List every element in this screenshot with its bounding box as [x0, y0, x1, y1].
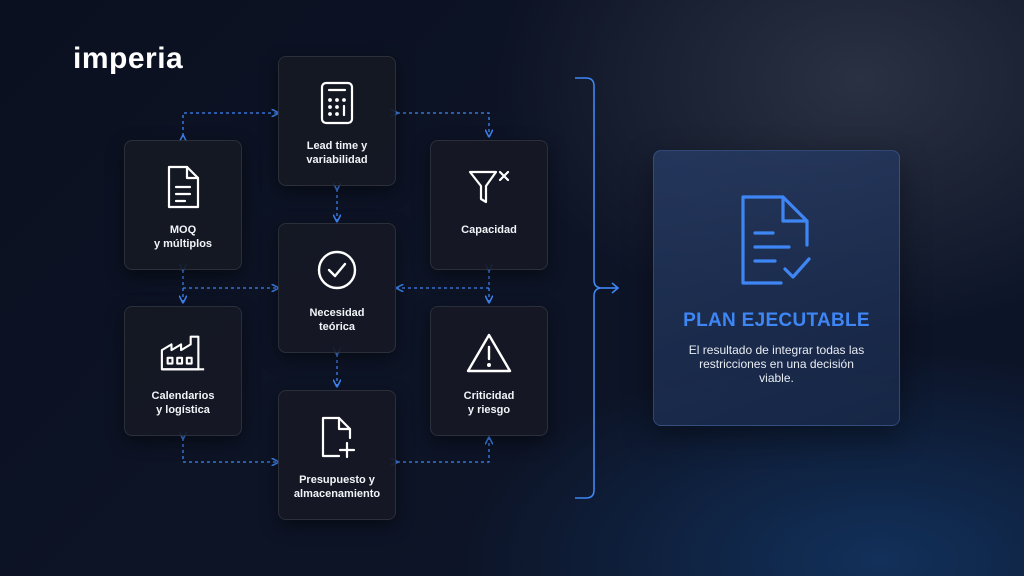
document-icon — [159, 163, 207, 211]
node-lead-time: Lead time y variabilidad — [278, 56, 396, 186]
node-label: Capacidad — [461, 224, 517, 236]
node-label: MOQ y múltiplos — [153, 224, 213, 250]
node-label: Calendarios y logística — [151, 390, 215, 416]
result-description: El resultado de integrar todas las restr… — [688, 343, 865, 385]
check-circle-icon — [313, 246, 361, 294]
node-moq: MOQ y múltiplos — [124, 140, 242, 270]
node-label: Necesidad teórica — [309, 307, 365, 333]
file-plus-icon — [313, 413, 361, 461]
node-presupuesto: Presupuesto y almacenamiento — [278, 390, 396, 520]
node-criticidad: Criticidad y riesgo — [430, 306, 548, 436]
node-label: Criticidad y riesgo — [463, 390, 515, 416]
node-label: Presupuesto y almacenamiento — [293, 474, 381, 500]
result-title: PLAN EJECUTABLE — [683, 310, 870, 331]
node-capacidad: Capacidad — [430, 140, 548, 270]
bracket — [575, 77, 620, 499]
filter-x-icon — [465, 163, 513, 211]
brand-logo: imperia — [73, 42, 184, 75]
node-label: Lead time y variabilidad — [306, 140, 368, 166]
node-necesidad: Necesidad teórica — [278, 223, 396, 353]
warning-icon — [465, 329, 513, 377]
calculator-icon — [313, 79, 361, 127]
result-card: PLAN EJECUTABLE El resultado de integrar… — [653, 150, 900, 426]
factory-icon — [159, 329, 207, 377]
node-calendarios: Calendarios y logística — [124, 306, 242, 436]
document-check-icon — [737, 191, 817, 296]
